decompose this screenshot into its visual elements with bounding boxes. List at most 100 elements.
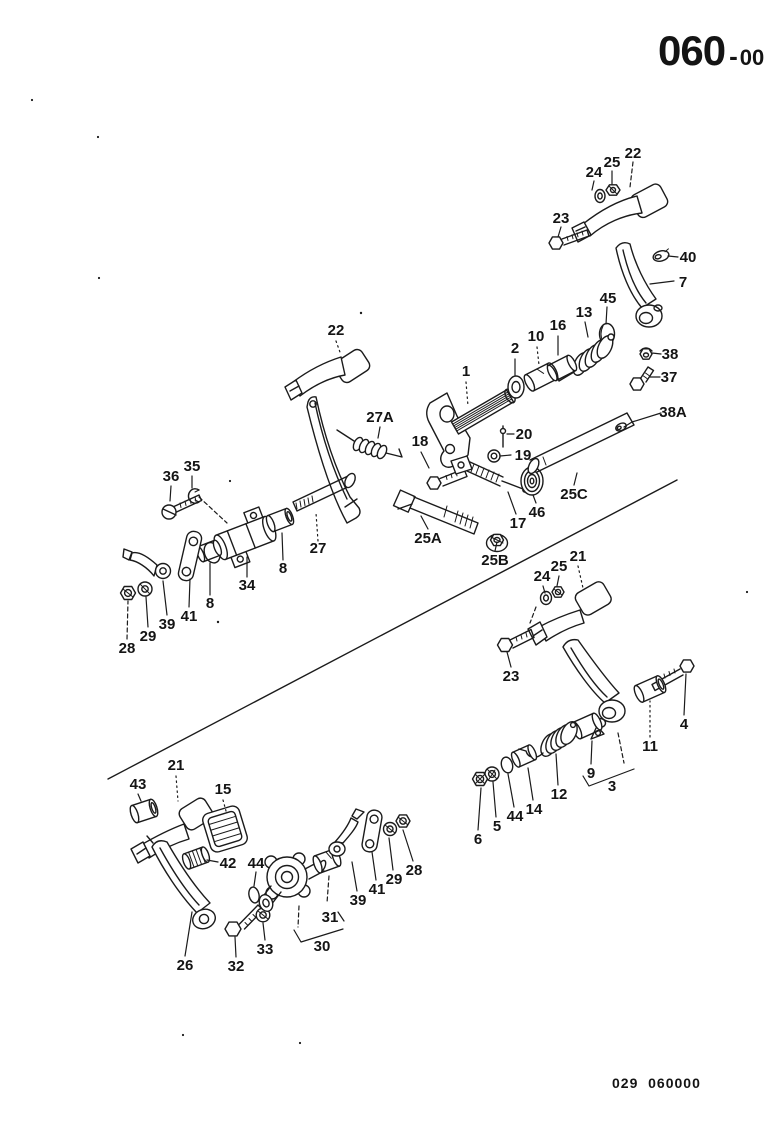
callout-25-right: 25 [551, 558, 568, 575]
callout-9: 9 [587, 765, 595, 782]
part-40-clip [652, 248, 670, 262]
part-27-shaft [292, 472, 356, 512]
footer-fiche-code: 029 060000 [612, 1075, 701, 1091]
part-6-nut [471, 771, 489, 787]
leader-lines-dotted [175, 340, 651, 812]
part-13-spring [556, 333, 615, 382]
leader-lines-solid [137, 170, 687, 958]
callout-32: 32 [228, 958, 245, 975]
scan-speckles [30, 98, 749, 1045]
callout-21-bottom: 21 [168, 757, 185, 774]
part-28-nut-left [119, 585, 137, 601]
part-15-pedal-pad [202, 805, 248, 853]
callout-1: 1 [462, 363, 470, 380]
callout-44-right: 44 [507, 808, 524, 825]
callout-41-bottom: 41 [369, 881, 386, 898]
part-24-washer-right [539, 590, 553, 606]
callout-40: 40 [680, 249, 697, 266]
part-29-washer-left [137, 581, 153, 597]
part-24-washer-top [594, 188, 606, 204]
part-23-bolt-top [548, 229, 590, 250]
part-39-lever-left [122, 548, 172, 580]
part-32-bolt [224, 904, 264, 937]
callout-39-bottom: 39 [350, 892, 367, 909]
part-21-right-lever [527, 581, 612, 646]
part-29-washer-bottom [382, 821, 398, 837]
callout-27A: 27A [366, 409, 394, 426]
callout-25B: 25B [481, 552, 509, 569]
callout-38: 38 [662, 346, 679, 363]
part-23-bolt-right [496, 628, 535, 653]
callout-24-top: 24 [586, 164, 603, 181]
callout-35: 35 [184, 458, 201, 475]
part-2-washer [507, 375, 525, 399]
callout-45: 45 [600, 290, 617, 307]
callout-42: 42 [220, 855, 237, 872]
part-44-ring-right [500, 756, 514, 774]
part-22-upper-lever [571, 183, 669, 243]
part-5-lockwasher [484, 766, 500, 782]
part-30-hub [258, 852, 327, 912]
callout-25-top: 25 [604, 154, 621, 171]
callout-39-left: 39 [159, 616, 176, 633]
callout-2: 2 [511, 340, 519, 357]
part-41-link-plate [177, 530, 203, 582]
part-16-bushing [546, 354, 578, 382]
callout-38A: 38A [659, 404, 687, 421]
part-44-ring-bottom [248, 886, 260, 904]
part-19-washer [487, 449, 501, 463]
part-39-lever-bottom [328, 808, 365, 857]
callout-29-bottom: 29 [386, 871, 403, 888]
callout-brackets [293, 768, 635, 943]
page-code-separator: - [729, 41, 738, 71]
page-code: 060 - 00 [658, 30, 764, 72]
part-7-relay-lever [615, 241, 663, 328]
callout-26: 26 [177, 957, 194, 974]
callout-29-left: 29 [140, 628, 157, 645]
callout-18: 18 [412, 433, 429, 450]
part-25A-rod [392, 489, 479, 535]
callout-28-left: 28 [119, 640, 136, 657]
callout-6: 6 [474, 831, 482, 848]
part-37-bolt [629, 366, 655, 391]
callout-28-bottom: 28 [406, 862, 423, 879]
callout-21-right: 21 [570, 548, 587, 565]
part-27A-spring [336, 429, 403, 460]
callout-22-top: 22 [625, 145, 642, 162]
page-code-suffix: 00 [739, 45, 765, 70]
callout-44-bottom: 44 [248, 855, 265, 872]
part-36-screw [161, 494, 203, 520]
part-25C-rod [527, 412, 635, 475]
callout-43: 43 [130, 776, 147, 793]
callout-46: 46 [529, 504, 546, 521]
callout-25A: 25A [414, 530, 442, 547]
callout-10: 10 [528, 328, 545, 345]
part-38A-clip [615, 422, 627, 432]
part-26-pedal-arm [146, 835, 216, 930]
callout-5: 5 [493, 818, 501, 835]
part-20-pin [499, 425, 507, 448]
callout-36: 36 [163, 468, 180, 485]
part-28-nut-bottom [395, 814, 411, 828]
callout-3: 3 [608, 778, 616, 795]
part-25-nut-right [551, 586, 565, 598]
callout-25C: 25C [560, 486, 588, 503]
callout-33: 33 [257, 941, 274, 958]
callout-8-left: 8 [206, 595, 214, 612]
part-12-spring [518, 721, 578, 758]
callout-4: 4 [680, 716, 689, 733]
callout-17: 17 [510, 515, 527, 532]
callout-37: 37 [661, 369, 678, 386]
callout-30: 30 [314, 938, 331, 955]
callout-16: 16 [550, 317, 567, 334]
part-35-clip [187, 488, 200, 504]
callout-27: 27 [310, 540, 327, 557]
part-43-bushing [129, 798, 159, 824]
callout-15: 15 [215, 781, 232, 798]
part-shift-lever-arm [306, 396, 361, 524]
callout-12: 12 [551, 786, 568, 803]
part-11-bushing [633, 675, 667, 703]
leader-lines-dashed [126, 161, 634, 928]
callout-22-left: 22 [328, 322, 345, 339]
